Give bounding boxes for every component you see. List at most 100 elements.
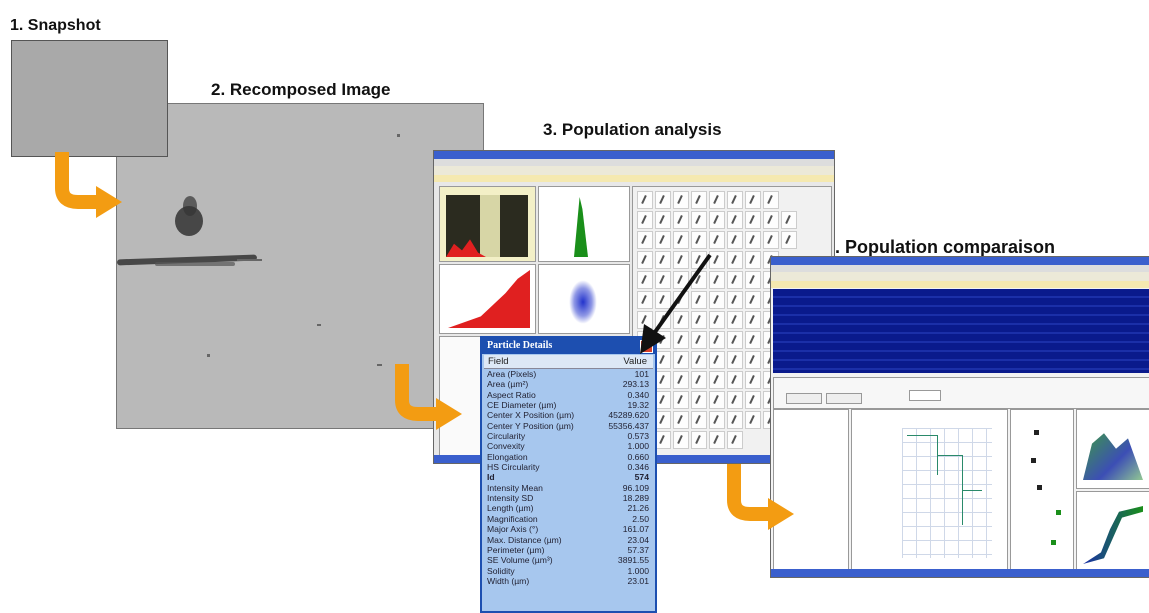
details-row-value: 21.26 [627, 503, 649, 514]
flow-arrow-1 [55, 152, 122, 218]
dendrogram-panel [851, 409, 1008, 571]
scatter-panel [538, 264, 630, 334]
details-row: Area (µm²) 293.13 [484, 379, 653, 389]
flow-arrow-2 [395, 364, 462, 430]
details-row-value: 57.37 [627, 544, 649, 555]
details-row-name: Area (Pixels) [487, 369, 537, 379]
step-1-title: 1. Snapshot [10, 17, 101, 34]
details-row-value: 574 [634, 472, 649, 483]
details-row-name: HS Circularity [487, 462, 540, 473]
details-row-value: 96.109 [622, 482, 649, 493]
details-row-value: 23.04 [627, 534, 649, 545]
details-row-name: Area (µm²) [487, 379, 529, 390]
details-row-value: 293.13 [622, 379, 649, 390]
flow-arrow-3 [727, 464, 794, 530]
parameter-list-panel [773, 409, 849, 571]
details-row: CE Diameter (µm) 19.32 [484, 400, 653, 410]
table-header: Field Value [484, 355, 653, 369]
details-row-value: 161.07 [622, 524, 649, 535]
details-row: Solidity 1.000 [484, 566, 653, 576]
details-row-name: Id [487, 472, 495, 483]
taskbar [771, 569, 1149, 577]
details-row-name: Circularity [487, 431, 526, 442]
details-row-value: 1.000 [627, 441, 649, 452]
cumulative-curves-panel [1076, 491, 1149, 571]
details-row-value: 0.573 [627, 431, 649, 442]
recomposed-image [116, 103, 484, 429]
details-row-name: Intensity Mean [487, 482, 543, 493]
comparison-controls [773, 377, 1149, 409]
details-row-value: 18.289 [622, 493, 649, 504]
red-histogram-panel [439, 264, 536, 334]
step-3-title: 3. Population analysis [543, 120, 722, 139]
details-row: Area (Pixels) 101 [484, 369, 653, 379]
details-row: Circularity 0.573 [484, 431, 653, 441]
population-comparison-window [770, 256, 1149, 578]
details-row: Major Axis (°) 161.07 [484, 524, 653, 534]
details-row-name: Width (µm) [487, 575, 530, 586]
control-button[interactable] [786, 393, 822, 404]
details-row-value: 23.01 [627, 575, 649, 586]
record-list-panel [439, 336, 486, 456]
details-row-name: Elongation [487, 451, 528, 462]
details-row: SE Volume (µm³) 3891.55 [484, 555, 653, 565]
details-row-value: 0.346 [627, 462, 649, 473]
details-row: Max. Distance (µm) 23.04 [484, 535, 653, 545]
details-row: Center Y Position (µm) 55356.437 [484, 421, 653, 431]
details-row: Perimeter (µm) 57.37 [484, 545, 653, 555]
details-row-value: 2.50 [632, 513, 649, 524]
details-row-name: SE Volume (µm³) [487, 555, 553, 566]
selected-records-table[interactable] [773, 289, 1149, 373]
column-field: Field [488, 356, 509, 367]
green-histogram-panel [538, 186, 630, 262]
details-row: Elongation 0.660 [484, 452, 653, 462]
control-dropdown[interactable] [909, 390, 941, 401]
column-value: Value [623, 356, 647, 367]
tab-strip [434, 175, 834, 182]
details-row-name: Major Axis (°) [487, 524, 539, 535]
pointer-arrow [640, 253, 712, 354]
histogram-panel [439, 186, 536, 262]
details-row-name: Solidity [487, 565, 515, 576]
details-row-name: Max. Distance (µm) [487, 534, 562, 545]
details-row-value: 19.32 [627, 400, 649, 411]
details-row: Convexity 1.000 [484, 441, 653, 451]
details-row: HS Circularity 0.346 [484, 462, 653, 472]
details-row-name: Intensity SD [487, 493, 534, 504]
details-row: Width (µm) 23.01 [484, 576, 653, 586]
details-row-value: 3891.55 [617, 555, 649, 566]
distribution-curves-panel [1076, 409, 1149, 489]
details-row-name: Magnification [487, 513, 538, 524]
step-2-title: 2. Recomposed Image [211, 80, 391, 99]
details-row-name: Aspect Ratio [487, 389, 536, 400]
tab-strip [771, 281, 1149, 288]
details-row-value: 1.000 [627, 565, 649, 576]
details-row-value: 0.660 [627, 451, 649, 462]
parameter-plot-panel [1010, 409, 1074, 571]
window-titlebar [771, 257, 1149, 265]
particle-details-dialog: Particle Details ✕ Field Value Area (Pix… [480, 336, 657, 613]
details-row-value: 0.340 [627, 389, 649, 400]
details-row: Intensity SD 18.289 [484, 493, 653, 503]
details-row: Id 574 [484, 472, 653, 482]
details-row: Intensity Mean 96.109 [484, 483, 653, 493]
details-row: Magnification 2.50 [484, 514, 653, 524]
details-row: Center X Position (µm) 45289.620 [484, 410, 653, 420]
details-row-name: Perimeter (µm) [487, 544, 545, 555]
details-row-name: Center Y Position (µm) [487, 420, 574, 431]
details-row-value: 45289.620 [608, 410, 649, 421]
details-row-value: 55356.437 [608, 420, 649, 431]
snapshot-image [11, 40, 168, 157]
control-button[interactable] [826, 393, 862, 404]
details-row-name: Center X Position (µm) [487, 410, 575, 421]
details-row-value: 101 [634, 369, 649, 379]
step-4-title: 4. Population comparaison [825, 237, 1056, 257]
details-row-name: CE Diameter (µm) [487, 400, 557, 411]
details-row-name: Length (µm) [487, 503, 534, 514]
window-titlebar [434, 151, 834, 159]
details-row-name: Convexity [487, 441, 525, 452]
dialog-title: Particle Details [482, 338, 655, 354]
details-row: Aspect Ratio 0.340 [484, 390, 653, 400]
details-row: Length (µm) 21.26 [484, 503, 653, 513]
